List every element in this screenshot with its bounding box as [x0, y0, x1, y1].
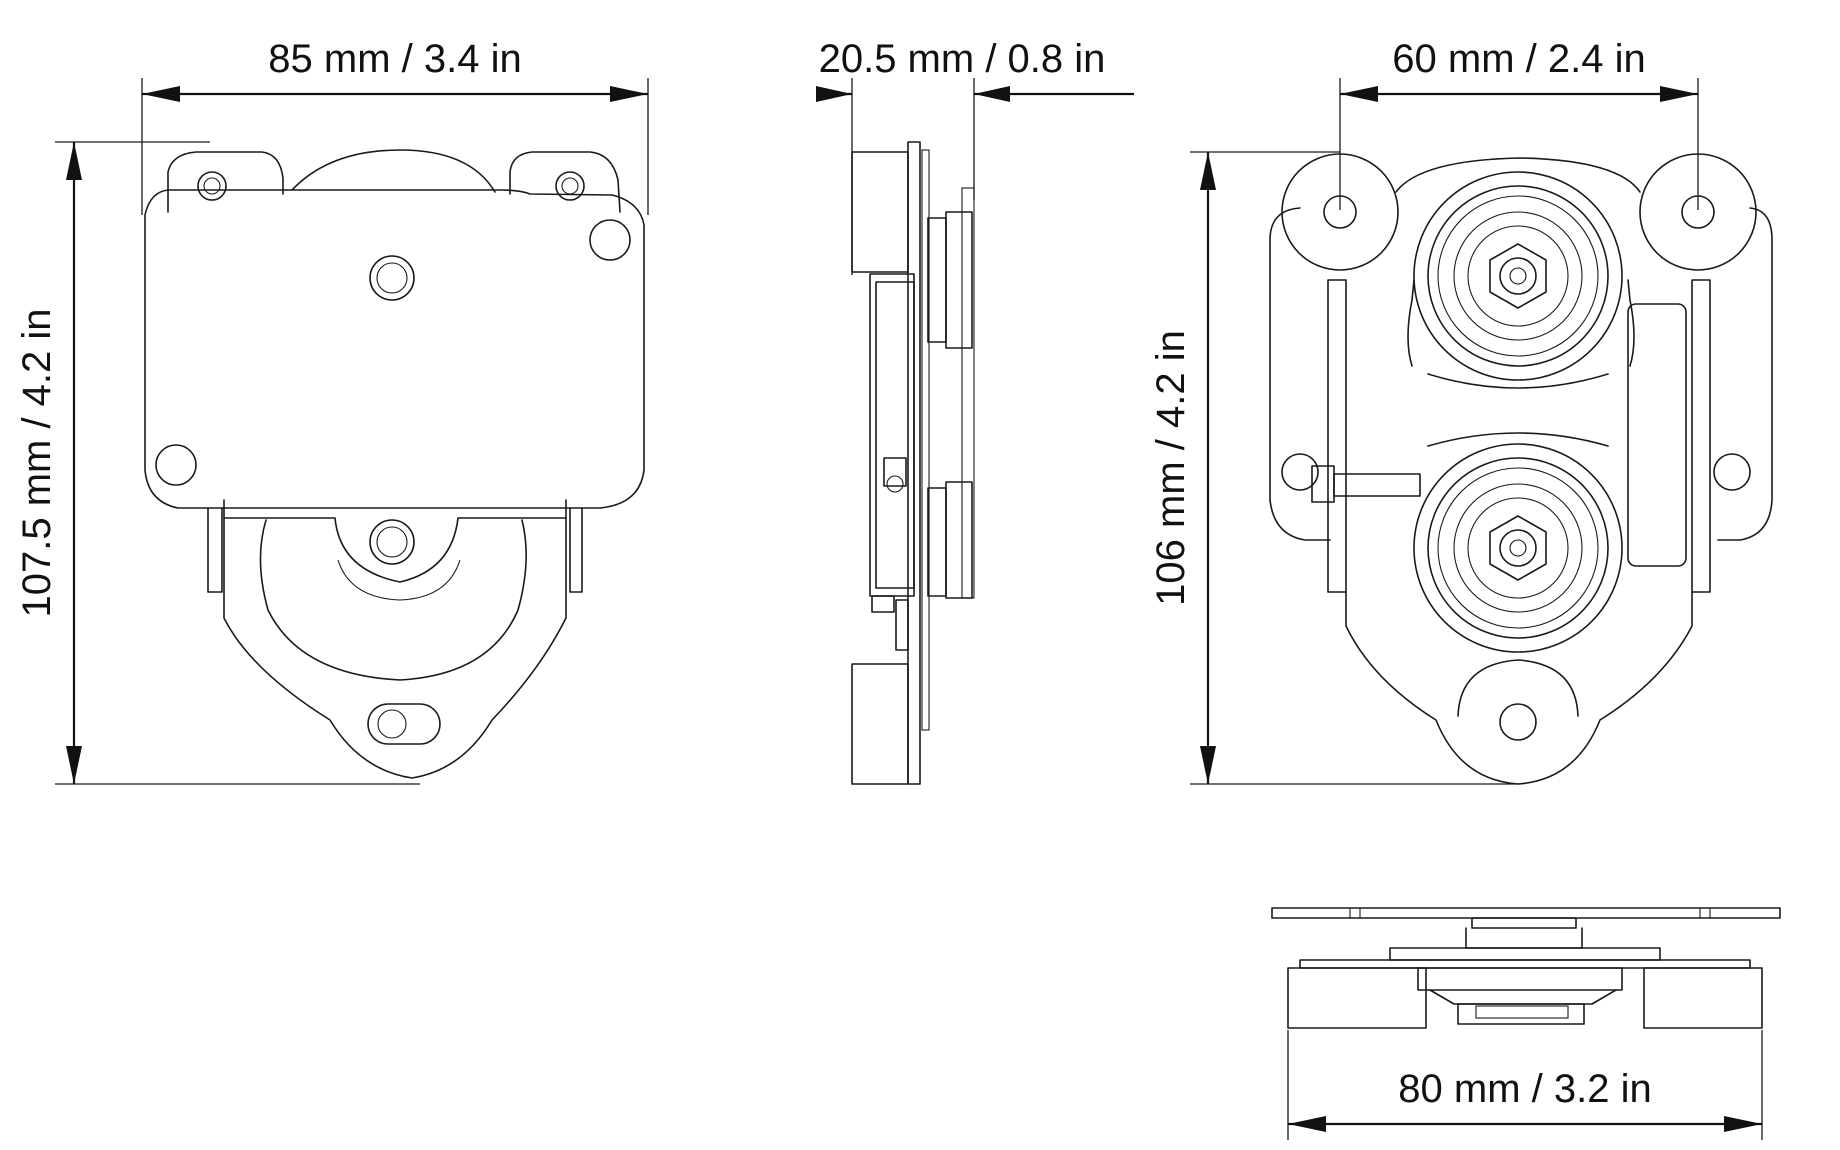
front-height-dimension: 107.5 mm / 4.2 in	[15, 141, 420, 785]
back-view	[1269, 153, 1773, 785]
back-width-dimension: 60 mm / 2.4 in	[1339, 37, 1699, 210]
back-height-dimension: 106 mm / 4.2 in	[1149, 151, 1518, 785]
bottom-width-dimension: 80 mm / 3.2 in	[1287, 1030, 1763, 1140]
side-depth-label: 20.5 mm / 0.8 in	[819, 37, 1106, 81]
bottom-width-label: 80 mm / 3.2 in	[1398, 1067, 1651, 1111]
front-view	[144, 149, 645, 779]
front-width-dimension: 85 mm / 3.4 in	[141, 37, 649, 215]
back-height-label: 106 mm / 4.2 in	[1149, 330, 1193, 606]
front-width-label: 85 mm / 3.4 in	[268, 37, 521, 81]
side-depth-dimension: 20.5 mm / 0.8 in	[816, 37, 1134, 275]
front-height-label: 107.5 mm / 4.2 in	[15, 308, 59, 617]
back-width-label: 60 mm / 2.4 in	[1392, 37, 1645, 81]
bottom-view	[1271, 907, 1781, 1029]
side-view	[851, 141, 975, 785]
